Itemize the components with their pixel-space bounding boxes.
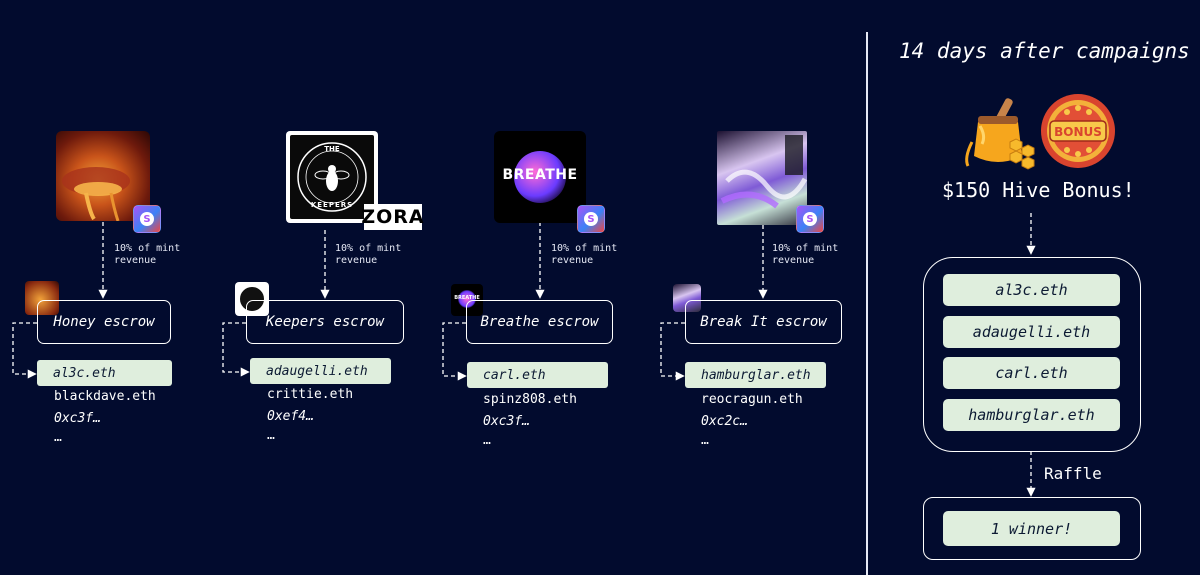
arrow-breathe-winner [442,322,467,381]
revenue-line1: 10% of mint [114,243,181,254]
escrow-label: Break It escrow [700,314,827,330]
winner-pill-honey: al3c.eth [37,360,172,386]
participant: 0xc2c… [701,414,748,429]
section-title: 14 days after campaigns [899,39,1190,63]
winner-name: hamburglar.eth [701,367,811,383]
breathe-thumb-title: BREATHE [454,295,480,301]
breathe-art-title: BREATHE [502,167,578,183]
winner-name: adaugelli.eth [266,363,368,379]
revenue-line2: revenue [114,255,157,266]
bonus-badge-icon: BONUS [1041,94,1115,168]
keepers-thumbnail [235,282,269,316]
participant: 0xc3f… [483,414,530,429]
participant: crittie.eth [267,387,354,402]
arrow-honey-winner [12,322,37,379]
breathe-artwork: BREATHE [494,131,586,223]
bonus-label: $150 Hive Bonus! [942,178,1135,202]
honey-thumbnail [25,281,59,315]
winner-pill-breakit: hamburglar.eth [685,362,826,388]
honey-jar-icon [965,98,1035,170]
revenue-label-3: 10% of mint revenue [551,243,641,267]
participant: 0xef4… [267,409,314,424]
honey-escrow-box: Honey escrow [37,300,171,344]
participant: … [267,428,275,443]
revenue-label-2: 10% of mint revenue [335,243,425,267]
pool-entry: carl.eth [943,357,1120,389]
bonus-badge-text: BONUS [1054,125,1102,139]
winner-pill-keepers: adaugelli.eth [250,358,391,384]
honey-artwork [56,131,150,221]
revenue-line2: revenue [551,255,594,266]
escrow-label: Honey escrow [53,314,155,330]
bee-seal-icon [297,142,367,212]
winner-pill-breathe: carl.eth [467,362,608,388]
participant: 0xc3f… [54,411,101,426]
revenue-line1: 10% of mint [335,243,402,254]
lips-icon [62,167,130,221]
column-divider [866,32,868,575]
breathe-escrow-box: Breathe escrow [466,300,613,344]
winner-name: carl.eth [483,367,546,383]
keepers-escrow-box: Keepers escrow [246,300,404,344]
participant: … [54,430,62,445]
raffle-pool-panel [923,257,1141,452]
revenue-line2: revenue [772,255,815,266]
participant: blackdave.eth [54,389,156,404]
participant: reocragun.eth [701,392,803,407]
arrow-breakit-winner [660,322,685,381]
participant: … [483,433,491,448]
revenue-line2: revenue [335,255,378,266]
keepers-artwork: THE KEEPERS [286,131,378,223]
sound-badge-icon: S [796,205,824,233]
sound-badge-icon: S [133,205,161,233]
zora-logo: ZORA [361,204,425,230]
winner-result: 1 winner! [943,511,1120,546]
pool-entry: adaugelli.eth [943,316,1120,348]
abstract-art-icon [720,135,807,209]
revenue-line1: 10% of mint [772,243,839,254]
revenue-line1: 10% of mint [551,243,618,254]
breakit-escrow-box: Break It escrow [685,300,842,344]
arrow-keepers-winner [222,322,250,377]
participant: … [701,433,709,448]
raffle-label: Raffle [1044,464,1102,483]
revenue-label-1: 10% of mint revenue [114,243,204,267]
pool-entry: hamburglar.eth [943,399,1120,431]
escrow-label: Breathe escrow [480,314,599,330]
keepers-art-top: THE [324,145,340,153]
revenue-label-4: 10% of mint revenue [772,243,862,267]
participant: spinz808.eth [483,392,577,407]
escrow-label: Keepers escrow [265,314,384,330]
breakit-thumbnail [673,284,701,312]
breakit-artwork [717,131,807,225]
pool-entry: al3c.eth [943,274,1120,306]
keepers-art-bottom: KEEPERS [310,201,354,209]
winner-name: al3c.eth [53,365,116,381]
result-panel [923,497,1141,560]
sound-badge-icon: S [577,205,605,233]
